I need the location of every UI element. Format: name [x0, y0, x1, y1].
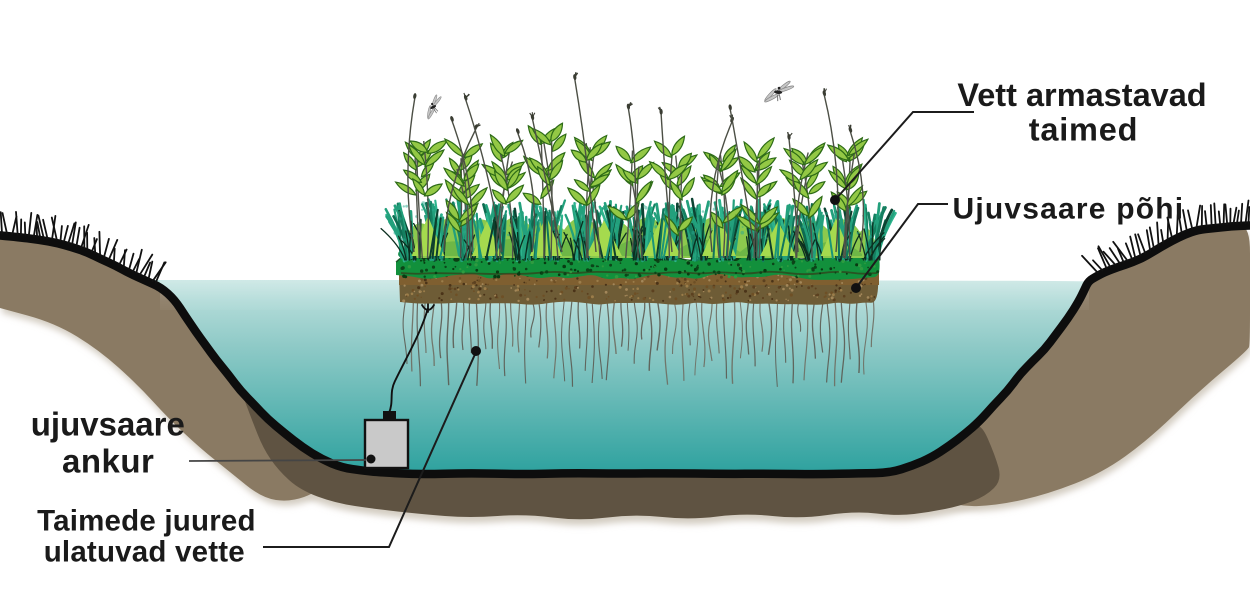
svg-text:ulatuvad vette: ulatuvad vette	[44, 536, 245, 569]
svg-text:taimed: taimed	[1029, 112, 1139, 148]
svg-text:Taimede juured: Taimede juured	[37, 504, 256, 537]
svg-text:Vett armastavad: Vett armastavad	[957, 77, 1206, 113]
svg-text:Ujuvsaare põhi: Ujuvsaare põhi	[952, 193, 1184, 226]
svg-text:ankur: ankur	[62, 443, 154, 480]
svg-text:ujuvsaare: ujuvsaare	[31, 406, 185, 443]
